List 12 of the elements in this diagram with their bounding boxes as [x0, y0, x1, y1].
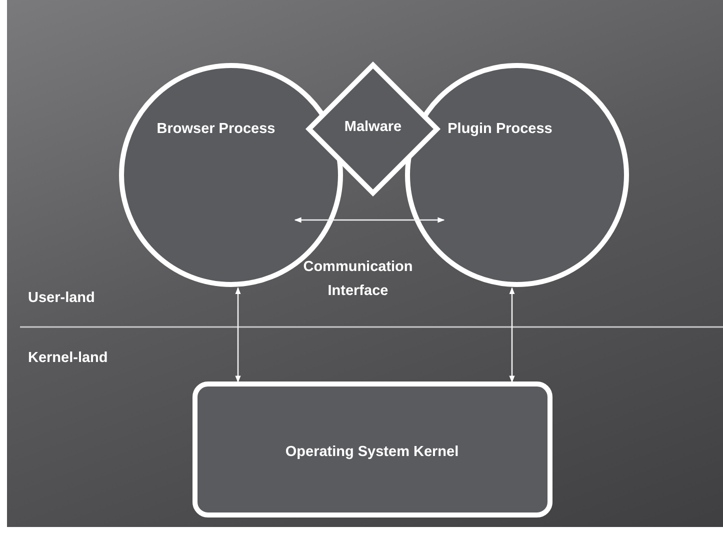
double-arrow — [294, 217, 445, 223]
double-arrow — [235, 287, 241, 383]
double-arrow — [509, 287, 515, 383]
node-label: Browser Process — [156, 121, 276, 137]
node-label: Operating System Kernel — [285, 444, 459, 460]
kernel-box — [193, 382, 552, 517]
zone-label: User-land — [28, 290, 95, 306]
node-label: Plugin Process — [448, 121, 552, 137]
node-label: Malware — [344, 119, 402, 135]
malware-diamond — [306, 62, 440, 196]
zone-label: Kernel-land — [28, 350, 108, 366]
edge-label: Communication Interface — [302, 258, 414, 301]
